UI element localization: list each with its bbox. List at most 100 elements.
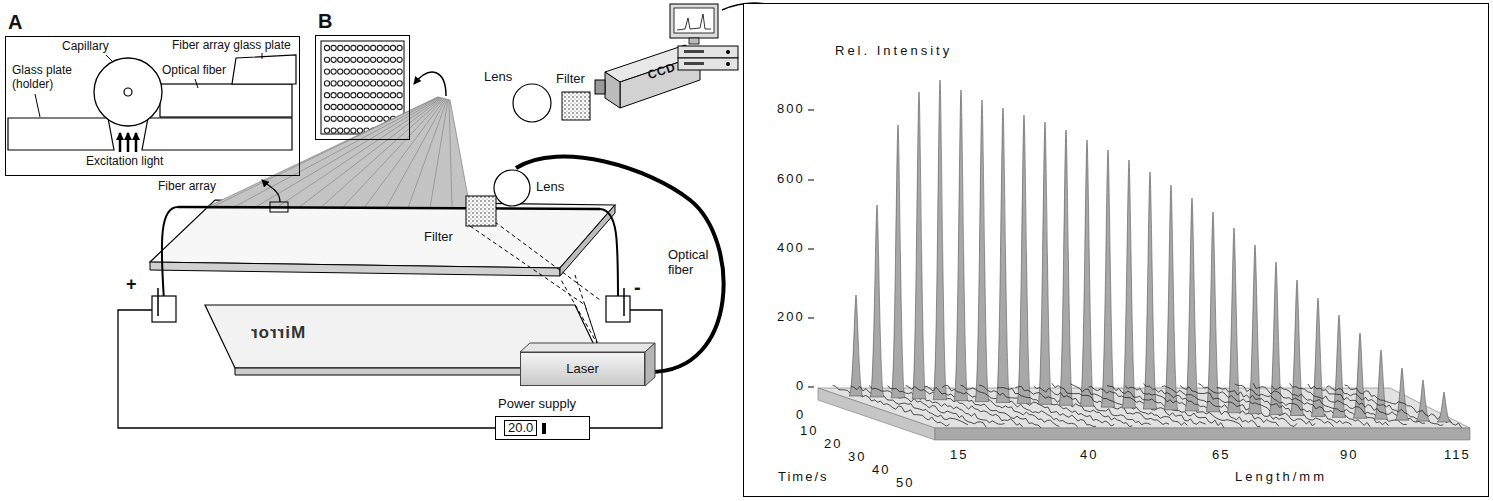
electropherogram-traces (1185, 198, 1199, 411)
capillary-and-electrodes (606, 296, 630, 322)
capillary-and-electrodes (623, 288, 625, 316)
tick-label: 600 (777, 172, 805, 187)
computer (684, 62, 704, 65)
electropherogram-traces (997, 388, 1114, 426)
fiber-end-grid (384, 45, 389, 50)
fiber-end-grid (357, 81, 362, 86)
axis-title: Length/mm (1235, 470, 1327, 485)
capillary-and-electrodes (118, 180, 662, 428)
fiber-end-grid (384, 104, 389, 109)
excitation-optics (575, 275, 598, 345)
electropherogram-traces (1206, 212, 1220, 412)
detection-optics (605, 72, 620, 108)
tick-label: 50 (896, 476, 914, 491)
electropherogram-traces (912, 92, 926, 399)
fiber-end-grid (364, 45, 369, 50)
excitation-optics (470, 226, 585, 305)
fiber-end-grid (357, 57, 362, 62)
tick-label: 40 (1080, 448, 1098, 463)
panel-letter: A (8, 11, 22, 34)
electropherogram-traces (1395, 368, 1409, 420)
electropherogram-traces (891, 125, 905, 398)
fiber-end-grid (344, 45, 349, 50)
fiber-array-fan (205, 97, 470, 208)
part-label: Fiber array glass plate (172, 39, 291, 53)
fiber-end-grid (324, 104, 329, 109)
fiber-end-grid (324, 69, 329, 74)
fiber-end-grid (357, 45, 362, 50)
part-label: Filter (556, 72, 585, 87)
electropherogram-traces (869, 385, 986, 427)
fiber-end-grid (357, 104, 362, 109)
fiber-array-fan (205, 97, 470, 208)
panel-a-drawing (195, 79, 198, 88)
computer (674, 8, 714, 33)
fiber-end-grid (390, 93, 395, 98)
fiber-end-grid (338, 93, 343, 98)
excitation-optics (466, 157, 724, 386)
fiber-end-grid (351, 116, 356, 121)
electropherogram-traces (975, 100, 989, 402)
computer (689, 38, 699, 44)
excitation-optics (516, 157, 724, 372)
device-name: Mirror (250, 323, 305, 343)
fiber-end-grid (338, 69, 343, 74)
capillary-and-electrodes (262, 180, 280, 202)
fiber-array-fan (320, 99, 443, 209)
capillary-and-electrodes (152, 296, 176, 322)
excitation-optics (494, 170, 530, 206)
capillary-and-electrodes (600, 209, 618, 300)
fiber-end-grid (377, 69, 382, 74)
tick-label: 800 (777, 102, 805, 117)
fiber-end-grid (351, 69, 356, 74)
axis-title: Rel. Intensity (835, 44, 952, 59)
fiber-end-grid (397, 69, 402, 74)
fiber-end-grid (338, 45, 343, 50)
electropherogram-traces (833, 80, 1462, 428)
fiber-end-grid (371, 45, 376, 50)
voltage-display: 20.0 (504, 420, 537, 437)
fiber-end-grid (364, 69, 369, 74)
fiber-end-grid (338, 57, 343, 62)
electropherogram-traces (1017, 115, 1031, 403)
fiber-array-end-panel: B (315, 35, 410, 140)
fiber-end-grid (324, 57, 329, 62)
fiber-end-grid (338, 104, 343, 109)
electropherogram-traces (1015, 386, 1132, 426)
fiber-end-grid (331, 45, 336, 50)
tick-label: 40 (872, 463, 890, 478)
fiber-array-fan (254, 98, 440, 208)
fiber-end-grid (377, 57, 382, 62)
fiber-end-grid (351, 104, 356, 109)
computer (670, 4, 718, 38)
fiber-array-fan (408, 100, 447, 208)
capillary-and-electrodes (118, 310, 495, 428)
fiber-end-grid (351, 81, 356, 86)
chart-panel (744, 4, 1489, 497)
fiber-end-grid (384, 81, 389, 86)
panel-a-drawing (8, 118, 114, 150)
fiber-end-grid (324, 128, 329, 133)
separation-plate (560, 205, 615, 276)
fiber-end-grid (377, 45, 382, 50)
separation-plate (150, 200, 615, 268)
electropherogram-traces (1290, 383, 1407, 424)
part-label: Glass plate (holder) (12, 64, 92, 92)
fiber-end-grid (364, 57, 369, 62)
detection-optics (595, 80, 605, 94)
electropherogram-traces (1101, 150, 1115, 407)
fiber-end-grid (384, 93, 389, 98)
panel-a-drawing (35, 94, 40, 117)
fiber-end-grid (364, 116, 369, 121)
panel-a-drawing (119, 133, 122, 152)
fiber-end-grid (357, 93, 362, 98)
device-name: Laser (566, 362, 599, 377)
panel-a-drawing (262, 53, 263, 59)
fiber-array-fan (449, 100, 452, 208)
detection-optics (513, 84, 551, 122)
fiber-end-grid (351, 128, 356, 133)
chart-panel (808, 318, 814, 319)
fiber-end-grid (377, 81, 382, 86)
fiber-end-grid (331, 69, 336, 74)
fiber-end-grid (331, 81, 336, 86)
